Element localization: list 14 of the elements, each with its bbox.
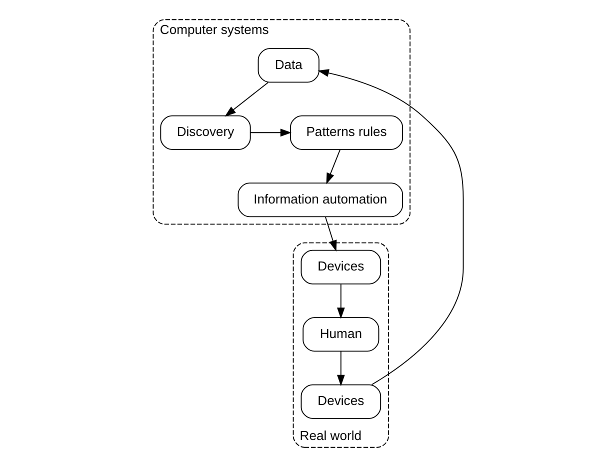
arrow bbox=[250, 128, 292, 137]
node-box: Information automation bbox=[238, 182, 404, 218]
arrow bbox=[318, 69, 464, 386]
arrow bbox=[337, 350, 345, 386]
arrow bbox=[324, 216, 337, 252]
node-box: Data bbox=[258, 48, 320, 83]
node-box: Patterns rules bbox=[290, 115, 404, 150]
arrow bbox=[224, 82, 269, 117]
arrow bbox=[326, 149, 341, 184]
node-box: Human bbox=[302, 317, 380, 352]
node-box: Discovery bbox=[160, 115, 251, 150]
arrow bbox=[337, 284, 345, 319]
node-box: Devices bbox=[300, 250, 382, 284]
node-box: Devices bbox=[300, 384, 382, 419]
